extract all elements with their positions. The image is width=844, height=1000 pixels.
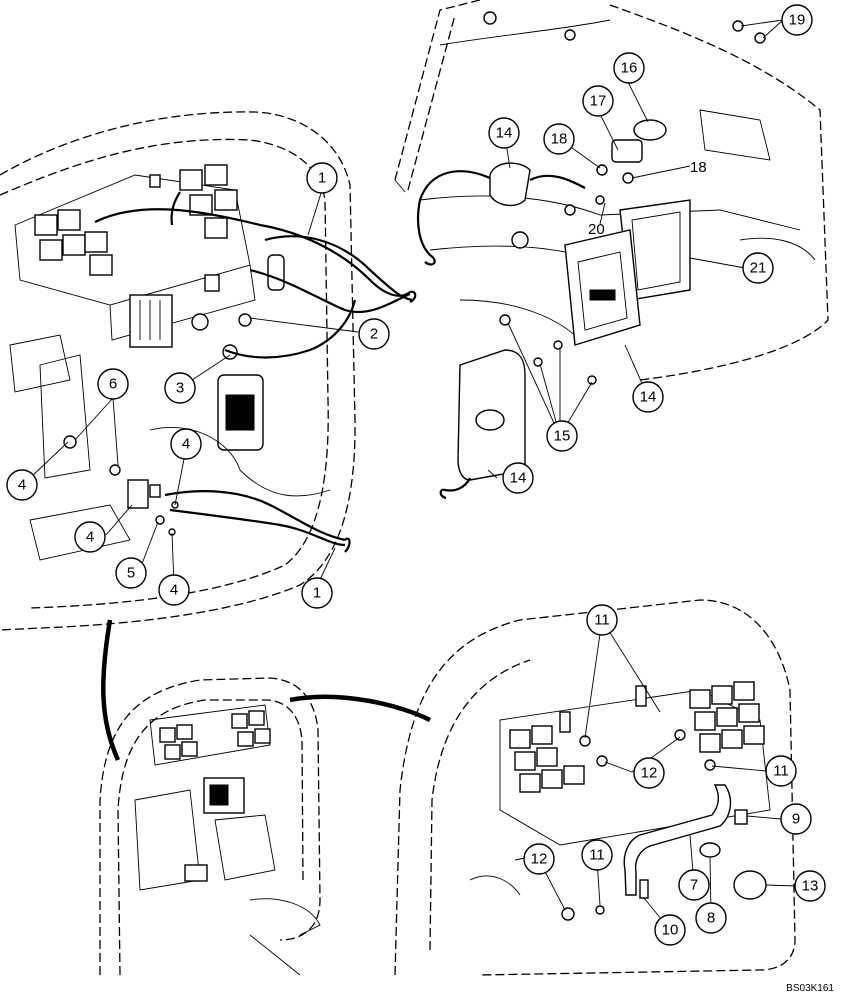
callout-11-bottom: 11	[581, 839, 613, 871]
callout-16: 16	[613, 52, 645, 84]
svg-text:4: 4	[18, 477, 26, 494]
callout-11-top: 11	[586, 604, 618, 636]
control-module	[129, 294, 173, 348]
svg-text:6: 6	[109, 376, 117, 393]
callout-4-upper: 4	[170, 428, 202, 460]
callout-4-lower: 4	[158, 574, 190, 606]
callout-5: 5	[115, 557, 147, 589]
beacon-light	[489, 162, 531, 207]
svg-text:21: 21	[750, 260, 767, 277]
retainer-bracket	[623, 784, 732, 896]
svg-text:14: 14	[496, 125, 513, 142]
svg-text:15: 15	[554, 428, 571, 445]
console-panel-bottom-right	[394, 599, 796, 976]
cab-panel-right	[394, 0, 829, 500]
callout-19: 19	[781, 4, 813, 36]
svg-text:5: 5	[127, 565, 135, 582]
callout-14-housing: 14	[632, 381, 664, 413]
callout-4-left: 4	[6, 469, 38, 501]
svg-text:19: 19	[789, 12, 806, 29]
callout-1-bottom: 1	[301, 577, 333, 609]
svg-text:4: 4	[182, 436, 190, 453]
svg-text:4: 4	[170, 582, 178, 599]
callout-1-top: 1	[306, 162, 338, 194]
svg-text:17: 17	[590, 93, 607, 110]
svg-text:13: 13	[802, 878, 819, 895]
svg-text:1: 1	[313, 585, 321, 602]
svg-text:12: 12	[531, 851, 548, 868]
callout-6: 6	[97, 368, 129, 400]
callout-3: 3	[164, 372, 196, 404]
callouts: 1 1 2 3 4 4 4 4 5 6 14 18 17 16 19 14 15…	[6, 4, 826, 946]
drawing-code: BS03K161	[786, 983, 834, 994]
svg-text:10: 10	[662, 922, 679, 939]
svg-text:18: 18	[551, 131, 568, 148]
svg-text:14: 14	[510, 470, 527, 487]
callout-17: 17	[582, 85, 614, 117]
svg-text:14: 14	[640, 389, 657, 406]
callout-11-right: 11	[765, 755, 797, 787]
svg-text:3: 3	[176, 380, 184, 397]
label-20: 20	[588, 221, 605, 238]
callout-13: 13	[794, 870, 826, 902]
callout-14-beacon: 14	[488, 117, 520, 149]
zoom-connector-left	[101, 619, 121, 761]
gasket-16	[633, 119, 667, 141]
relay-bank-left	[34, 164, 238, 276]
callout-14-module: 14	[502, 462, 534, 494]
callout-7: 7	[678, 869, 710, 901]
svg-text:7: 7	[690, 877, 698, 894]
callout-8: 8	[695, 902, 727, 934]
callout-2: 2	[358, 318, 390, 350]
leader-lines	[29, 19, 797, 926]
callout-10: 10	[654, 914, 686, 946]
callout-18-left: 18	[543, 123, 575, 155]
callout-12-bottom: 12	[523, 843, 555, 875]
svg-text:16: 16	[621, 60, 638, 77]
bolt-9	[734, 809, 748, 825]
wire-harness-1	[94, 208, 411, 297]
svg-text:9: 9	[792, 811, 800, 828]
svg-text:12: 12	[641, 765, 658, 782]
label-18-right: 18	[690, 159, 707, 176]
mount-housing	[564, 229, 641, 346]
callout-9: 9	[780, 803, 812, 835]
svg-text:11: 11	[773, 763, 789, 780]
svg-text:8: 8	[707, 910, 715, 927]
callout-4-middle: 4	[74, 521, 106, 553]
callout-21: 21	[742, 252, 774, 284]
svg-text:4: 4	[86, 529, 94, 546]
svg-text:2: 2	[370, 326, 378, 343]
zoom-connector-right	[289, 694, 432, 723]
callout-15: 15	[546, 420, 578, 452]
detail-view-left	[99, 677, 321, 976]
svg-text:11: 11	[589, 847, 605, 864]
console-panel-left	[0, 111, 417, 631]
callout-12-top: 12	[633, 757, 665, 789]
svg-text:11: 11	[594, 612, 610, 629]
svg-text:1: 1	[318, 170, 326, 187]
plug-13	[733, 870, 767, 900]
